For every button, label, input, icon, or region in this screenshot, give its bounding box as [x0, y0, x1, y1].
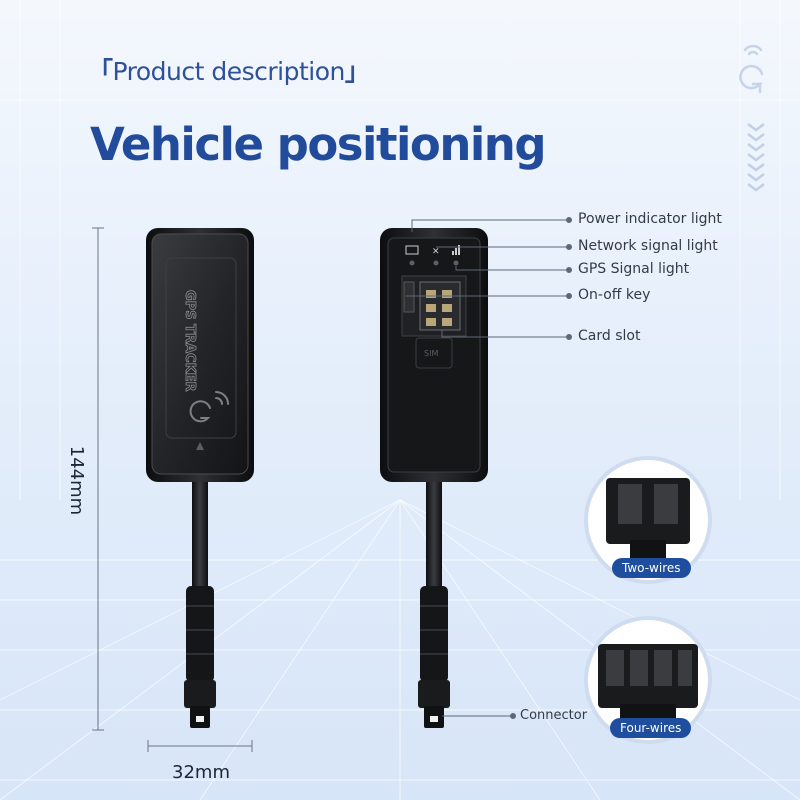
four-wire-connector-zoom: [584, 616, 712, 744]
bracket-open: 「: [88, 57, 113, 86]
subtitle-text: Product description: [112, 57, 346, 86]
chevron-down-icon: [747, 123, 765, 192]
device-front-brand-text: GPS TRACKER: [182, 290, 197, 392]
label-gps-signal: GPS Signal light: [578, 261, 690, 277]
device-back: ✕: [380, 228, 488, 728]
label-card-slot: Card slot: [578, 328, 641, 344]
arrow-icon: [196, 442, 204, 450]
satellite-icon: ✕: [432, 247, 440, 257]
bracket-close: 」: [344, 57, 370, 86]
battery-icon: [405, 245, 419, 255]
sim-text: SIM: [424, 349, 438, 358]
device-front-logo-icon: [189, 391, 229, 423]
page-title: Vehicle positioning: [90, 118, 547, 171]
label-power-indicator: Power indicator light: [578, 211, 722, 227]
height-dimension-label: 144mm: [66, 445, 88, 516]
section-subtitle: 「Product description」: [88, 52, 370, 88]
two-wires-badge: Two-wires: [612, 558, 691, 578]
brand-logo-icon: [739, 44, 764, 94]
label-connector: Connector: [520, 708, 588, 723]
label-network-signal: Network signal light: [578, 238, 718, 254]
callout-line-card: [441, 330, 566, 338]
four-wires-badge: Four-wires: [610, 718, 692, 738]
signal-icon: [452, 245, 460, 255]
width-dimension-label: 32mm: [172, 762, 230, 783]
two-wire-connector-zoom: [584, 456, 712, 584]
device-front: [146, 228, 254, 728]
label-on-off-key: On-off key: [578, 287, 651, 303]
height-dimension-line: [92, 227, 104, 731]
width-dimension-line: [147, 740, 253, 752]
callout-line-gps: [455, 266, 566, 271]
callout-line-power: [411, 219, 566, 232]
